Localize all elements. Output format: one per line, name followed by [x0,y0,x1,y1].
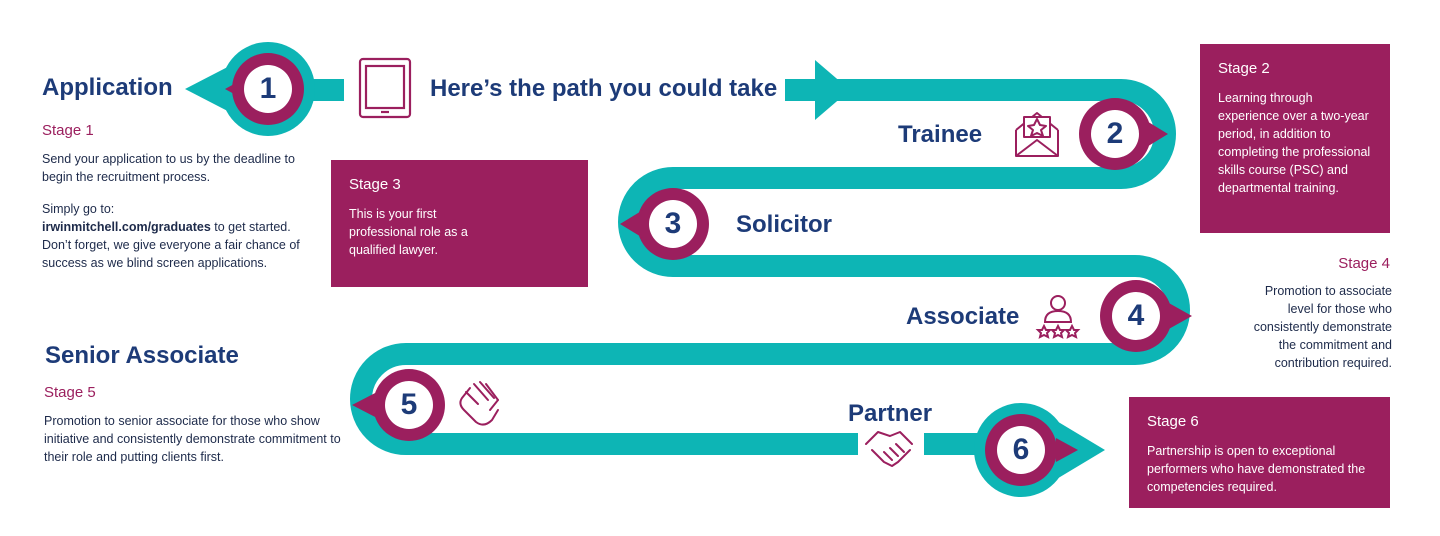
stage-5-description: Promotion to senior associate for those … [44,414,341,464]
stage-6-label: Stage 6 [1147,413,1199,430]
stage-5-number: 5 [400,388,418,421]
stage-3-marker [620,188,709,260]
stage-2-number: 2 [1106,117,1124,150]
stage-5-title: Senior Associate [45,342,239,369]
stage-6-number: 6 [1012,433,1030,466]
stage-1-link-suffix: to get started. Don’t forget, we give ev… [42,220,300,270]
person-stars-icon [1035,295,1081,339]
stage-3-title: Solicitor [736,211,833,238]
stage-2-label: Stage 2 [1218,60,1270,77]
stage-4-description: Promotion to associate level for those w… [1253,284,1392,370]
stage-1-link-paragraph: Simply go to: irwinmitchell.com/graduates… [42,200,302,272]
stage-2-title: Trainee [898,121,983,148]
stage-6-box: Stage 6 Partnership is open to exception… [1129,397,1390,508]
stage-2-box: Stage 2 Learning through experience over… [1200,44,1390,233]
stage-4-marker [1100,280,1192,352]
stage-1-title: Application [42,74,173,101]
stage-5-marker [352,369,445,441]
stage-6-description: Partnership is open to exceptional perfo… [1147,444,1366,494]
stage-1-description: Send your application to us by the deadl… [42,150,302,272]
stage-4-label: Stage 4 [1338,255,1390,272]
stage-1-link-prefix: Simply go to: [42,202,115,216]
stage-1-paragraph: Send your application to us by the deadl… [42,152,295,184]
stage-1-number: 1 [259,72,277,105]
stage-3-label: Stage 3 [349,176,401,193]
stage-3-number: 3 [664,207,682,240]
stage-1-label: Stage 1 [42,122,94,139]
clapping-hands-icon [459,381,499,426]
stage-6-marker [974,403,1105,497]
graduates-link[interactable]: irwinmitchell.com/graduates [42,220,211,234]
stage-2-description: Learning through experience over a two-y… [1218,91,1371,195]
stage-4-number: 4 [1127,299,1145,332]
handshake-icon [865,431,913,467]
tablet-icon [358,57,412,119]
stage-4-title: Associate [906,303,1020,330]
path-arrow-stem [785,79,817,101]
stage-1-marker [185,42,344,136]
path-segment-top [785,79,1176,189]
page-title: Here’s the path you could take [430,75,778,102]
stage-6-title: Partner [848,400,933,427]
stage-5-label: Stage 5 [44,384,96,401]
stage-2-marker [1079,98,1168,170]
path-segment-3-4 [673,255,1190,365]
envelope-star-icon [1015,112,1059,157]
stage-3-box: Stage 3 This is your first professional … [331,160,588,287]
stage-3-description: This is your first professional role as … [349,207,468,257]
path-arrow-head [815,60,850,120]
path-segment-4-5 [350,343,1135,455]
